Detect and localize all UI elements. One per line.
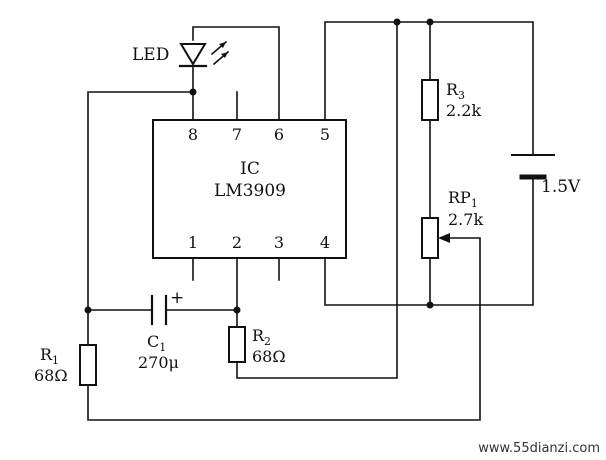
r2-value: 68Ω bbox=[252, 347, 286, 366]
wire-battery-to-bottom bbox=[429, 176, 534, 306]
ic-pin-4: 4 bbox=[320, 233, 330, 252]
ic-pin-2: 2 bbox=[232, 233, 242, 252]
wire-pin4-to-bottom bbox=[324, 257, 431, 306]
wire-pin5-to-top bbox=[324, 21, 431, 121]
potentiometer-rp1: RP1 2.7k bbox=[421, 188, 483, 259]
resistor-r2: R2 68Ω bbox=[228, 326, 286, 366]
led: LED bbox=[132, 40, 230, 68]
junctions bbox=[84, 18, 434, 314]
rp1-label: RP1 bbox=[448, 188, 478, 210]
ic-pin-5: 5 bbox=[320, 125, 330, 144]
junction-bottom-rp1 bbox=[426, 301, 434, 309]
r1-body bbox=[79, 344, 97, 386]
ic-part-number: LM3909 bbox=[214, 181, 286, 201]
r2-body bbox=[228, 326, 246, 363]
ic-pin-6: 6 bbox=[274, 125, 284, 144]
wires bbox=[87, 21, 534, 421]
wire-pin8-to-r1 bbox=[87, 91, 194, 346]
wire-r1-to-wiper bbox=[87, 237, 481, 421]
r1-value: 68Ω bbox=[34, 366, 68, 385]
watermark-text: www.55dianzi.com bbox=[478, 441, 600, 456]
ic-body bbox=[152, 119, 347, 259]
led-label: LED bbox=[132, 45, 169, 65]
junction-top-r3 bbox=[426, 18, 434, 26]
r3-value: 2.2k bbox=[446, 101, 481, 120]
led-light-arrows-icon bbox=[210, 40, 230, 66]
rp1-wiper-arrow-icon bbox=[438, 233, 450, 243]
r3-label: R3 bbox=[446, 80, 465, 102]
wire-pin6-to-top bbox=[192, 26, 280, 121]
ic-pin-8: 8 bbox=[188, 125, 198, 144]
battery: 1.5V bbox=[511, 154, 581, 197]
rp1-value: 2.7k bbox=[448, 210, 483, 229]
resistor-r3: R3 2.2k bbox=[421, 79, 481, 121]
c1-value: 270μ bbox=[138, 353, 179, 372]
wire-top-to-battery bbox=[429, 21, 534, 156]
battery-value: 1.5V bbox=[541, 177, 581, 197]
ic-pin-7: 7 bbox=[232, 125, 242, 144]
led-triangle-icon bbox=[179, 43, 207, 66]
c1-polarity: + bbox=[170, 288, 184, 308]
r1-label: R1 bbox=[40, 345, 59, 367]
c1-label: C1 bbox=[147, 332, 166, 354]
junction-c1-left bbox=[84, 306, 92, 314]
wire-inner-column bbox=[236, 21, 398, 379]
resistor-r1: R1 68Ω bbox=[34, 344, 97, 386]
junction-top-inner bbox=[393, 18, 401, 26]
junction-pin8 bbox=[189, 88, 197, 96]
ic-name: IC bbox=[240, 159, 260, 179]
capacitor-c1: + C1 270μ bbox=[138, 288, 184, 372]
r2-label: R2 bbox=[252, 326, 271, 348]
r3-body bbox=[421, 79, 439, 121]
ic-pin-3: 3 bbox=[274, 233, 284, 252]
junction-c1-right bbox=[233, 306, 241, 314]
ic-lm3909: IC LM3909 8 7 6 5 1 2 3 4 bbox=[152, 119, 347, 259]
ic-pin-1: 1 bbox=[188, 233, 198, 252]
rp1-body bbox=[421, 217, 439, 259]
